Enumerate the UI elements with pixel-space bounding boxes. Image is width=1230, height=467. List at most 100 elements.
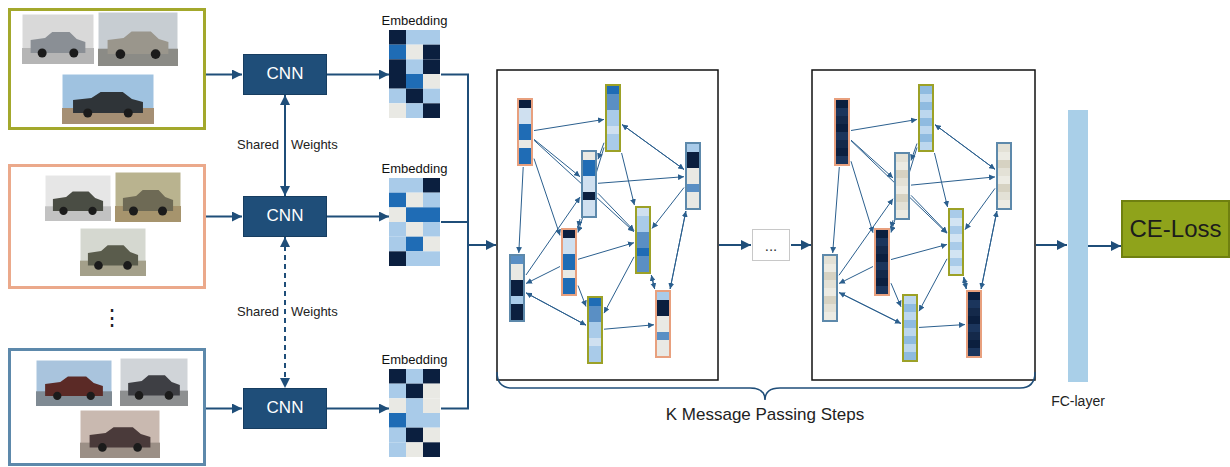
message-edge <box>598 177 684 184</box>
step-count-label: K Message Passing Steps <box>666 406 864 425</box>
node-feature-vector <box>562 229 576 295</box>
message-edge <box>851 161 873 233</box>
embedding-label: Embedding <box>382 353 448 367</box>
graph-panel <box>812 70 1035 380</box>
message-edge <box>622 125 684 170</box>
node-feature-vector <box>835 99 849 165</box>
embedding-grid <box>389 369 440 457</box>
step-arrow <box>1036 244 1067 246</box>
message-edge <box>839 267 873 284</box>
message-edge <box>965 188 995 229</box>
input-arrow <box>206 216 242 218</box>
message-edge <box>622 125 684 170</box>
image-group-frame <box>10 166 205 288</box>
message-edge <box>911 177 995 185</box>
loss-box: CE-Loss <box>1121 200 1230 258</box>
message-edge <box>604 257 634 313</box>
message-edge <box>851 140 893 178</box>
message-edge <box>891 147 917 232</box>
car-photo <box>120 358 188 406</box>
embedding-vector: Embedding <box>389 369 440 457</box>
image-group-frame <box>10 350 205 465</box>
block-label: CNN <box>267 207 304 226</box>
message-edge <box>934 153 947 207</box>
message-edge <box>534 159 560 236</box>
weight-sharing-label: Shared <box>237 138 279 152</box>
loss-label: CE-Loss <box>1129 216 1221 242</box>
message-edge <box>534 140 634 232</box>
merge-arrow <box>468 244 496 246</box>
message-edge <box>651 275 654 289</box>
panel-frame <box>497 70 718 380</box>
message-edge <box>839 293 901 324</box>
message-edge <box>526 267 560 284</box>
message-edge <box>534 139 580 176</box>
message-edge <box>578 243 634 260</box>
fc-layer-bar: FC-layer <box>1068 110 1088 382</box>
message-edge <box>604 325 654 329</box>
connector-arrow <box>327 408 389 410</box>
message-edge <box>935 125 995 170</box>
embedding-label: Embedding <box>382 14 448 28</box>
message-edge <box>670 211 686 289</box>
node-feature-vector <box>656 291 670 357</box>
message-edge <box>964 277 967 289</box>
node-feature-vector <box>686 143 700 209</box>
node-feature-vector <box>903 295 917 361</box>
node-feature-vector <box>997 143 1011 209</box>
message-edge <box>833 167 840 253</box>
car-photo <box>45 175 111 221</box>
brace <box>497 372 1035 400</box>
embedding-grid <box>389 178 440 266</box>
node-feature-vector <box>967 291 981 357</box>
message-edge <box>598 193 634 230</box>
node-feature-vector <box>582 151 596 217</box>
embedding-vector: Embedding <box>389 178 440 266</box>
panel-frame <box>812 70 1035 380</box>
cnn-block: CNN <box>243 388 327 429</box>
weight-sharing-label: Weights <box>291 305 338 319</box>
connector-arrow <box>1088 245 1121 247</box>
embedding-label: Embedding <box>382 162 448 176</box>
message-edge <box>839 293 901 324</box>
message-edge <box>919 325 965 328</box>
message-edge <box>981 211 997 289</box>
weight-sharing-label: Weights <box>291 138 338 152</box>
connector-arrow <box>327 74 389 76</box>
message-edge <box>839 199 893 276</box>
connector-arrow <box>327 216 389 218</box>
node-feature-vector <box>636 207 650 273</box>
car-photo <box>98 12 178 66</box>
node-feature-vector <box>949 209 963 275</box>
message-edge <box>935 125 995 170</box>
input-arrow <box>206 74 242 76</box>
node-feature-vector <box>875 229 889 295</box>
message-edge <box>851 120 917 131</box>
node-feature-vector <box>895 153 909 219</box>
node-feature-vector <box>518 99 532 165</box>
message-edge <box>964 277 967 289</box>
message-edge <box>622 153 635 205</box>
node-feature-vector <box>606 85 620 151</box>
graph-links <box>833 120 997 328</box>
message-edge <box>526 293 586 325</box>
message-edge <box>891 283 901 307</box>
message-edge <box>526 293 586 325</box>
message-edge <box>578 286 586 307</box>
embedding-grid <box>389 30 440 118</box>
message-edge <box>652 188 684 229</box>
car-photo <box>62 74 154 124</box>
connector-arrow <box>284 237 286 388</box>
connector-arrow <box>284 95 286 196</box>
weight-sharing-label: Shared <box>237 305 279 319</box>
embedding-vector: Embedding <box>389 30 440 118</box>
merge-line <box>441 221 468 223</box>
message-edge <box>911 195 947 232</box>
graph-panel <box>497 70 718 380</box>
image-groups <box>10 10 205 465</box>
message-edge <box>670 211 686 289</box>
node-feature-vector <box>588 297 602 363</box>
message-edge <box>651 275 654 289</box>
